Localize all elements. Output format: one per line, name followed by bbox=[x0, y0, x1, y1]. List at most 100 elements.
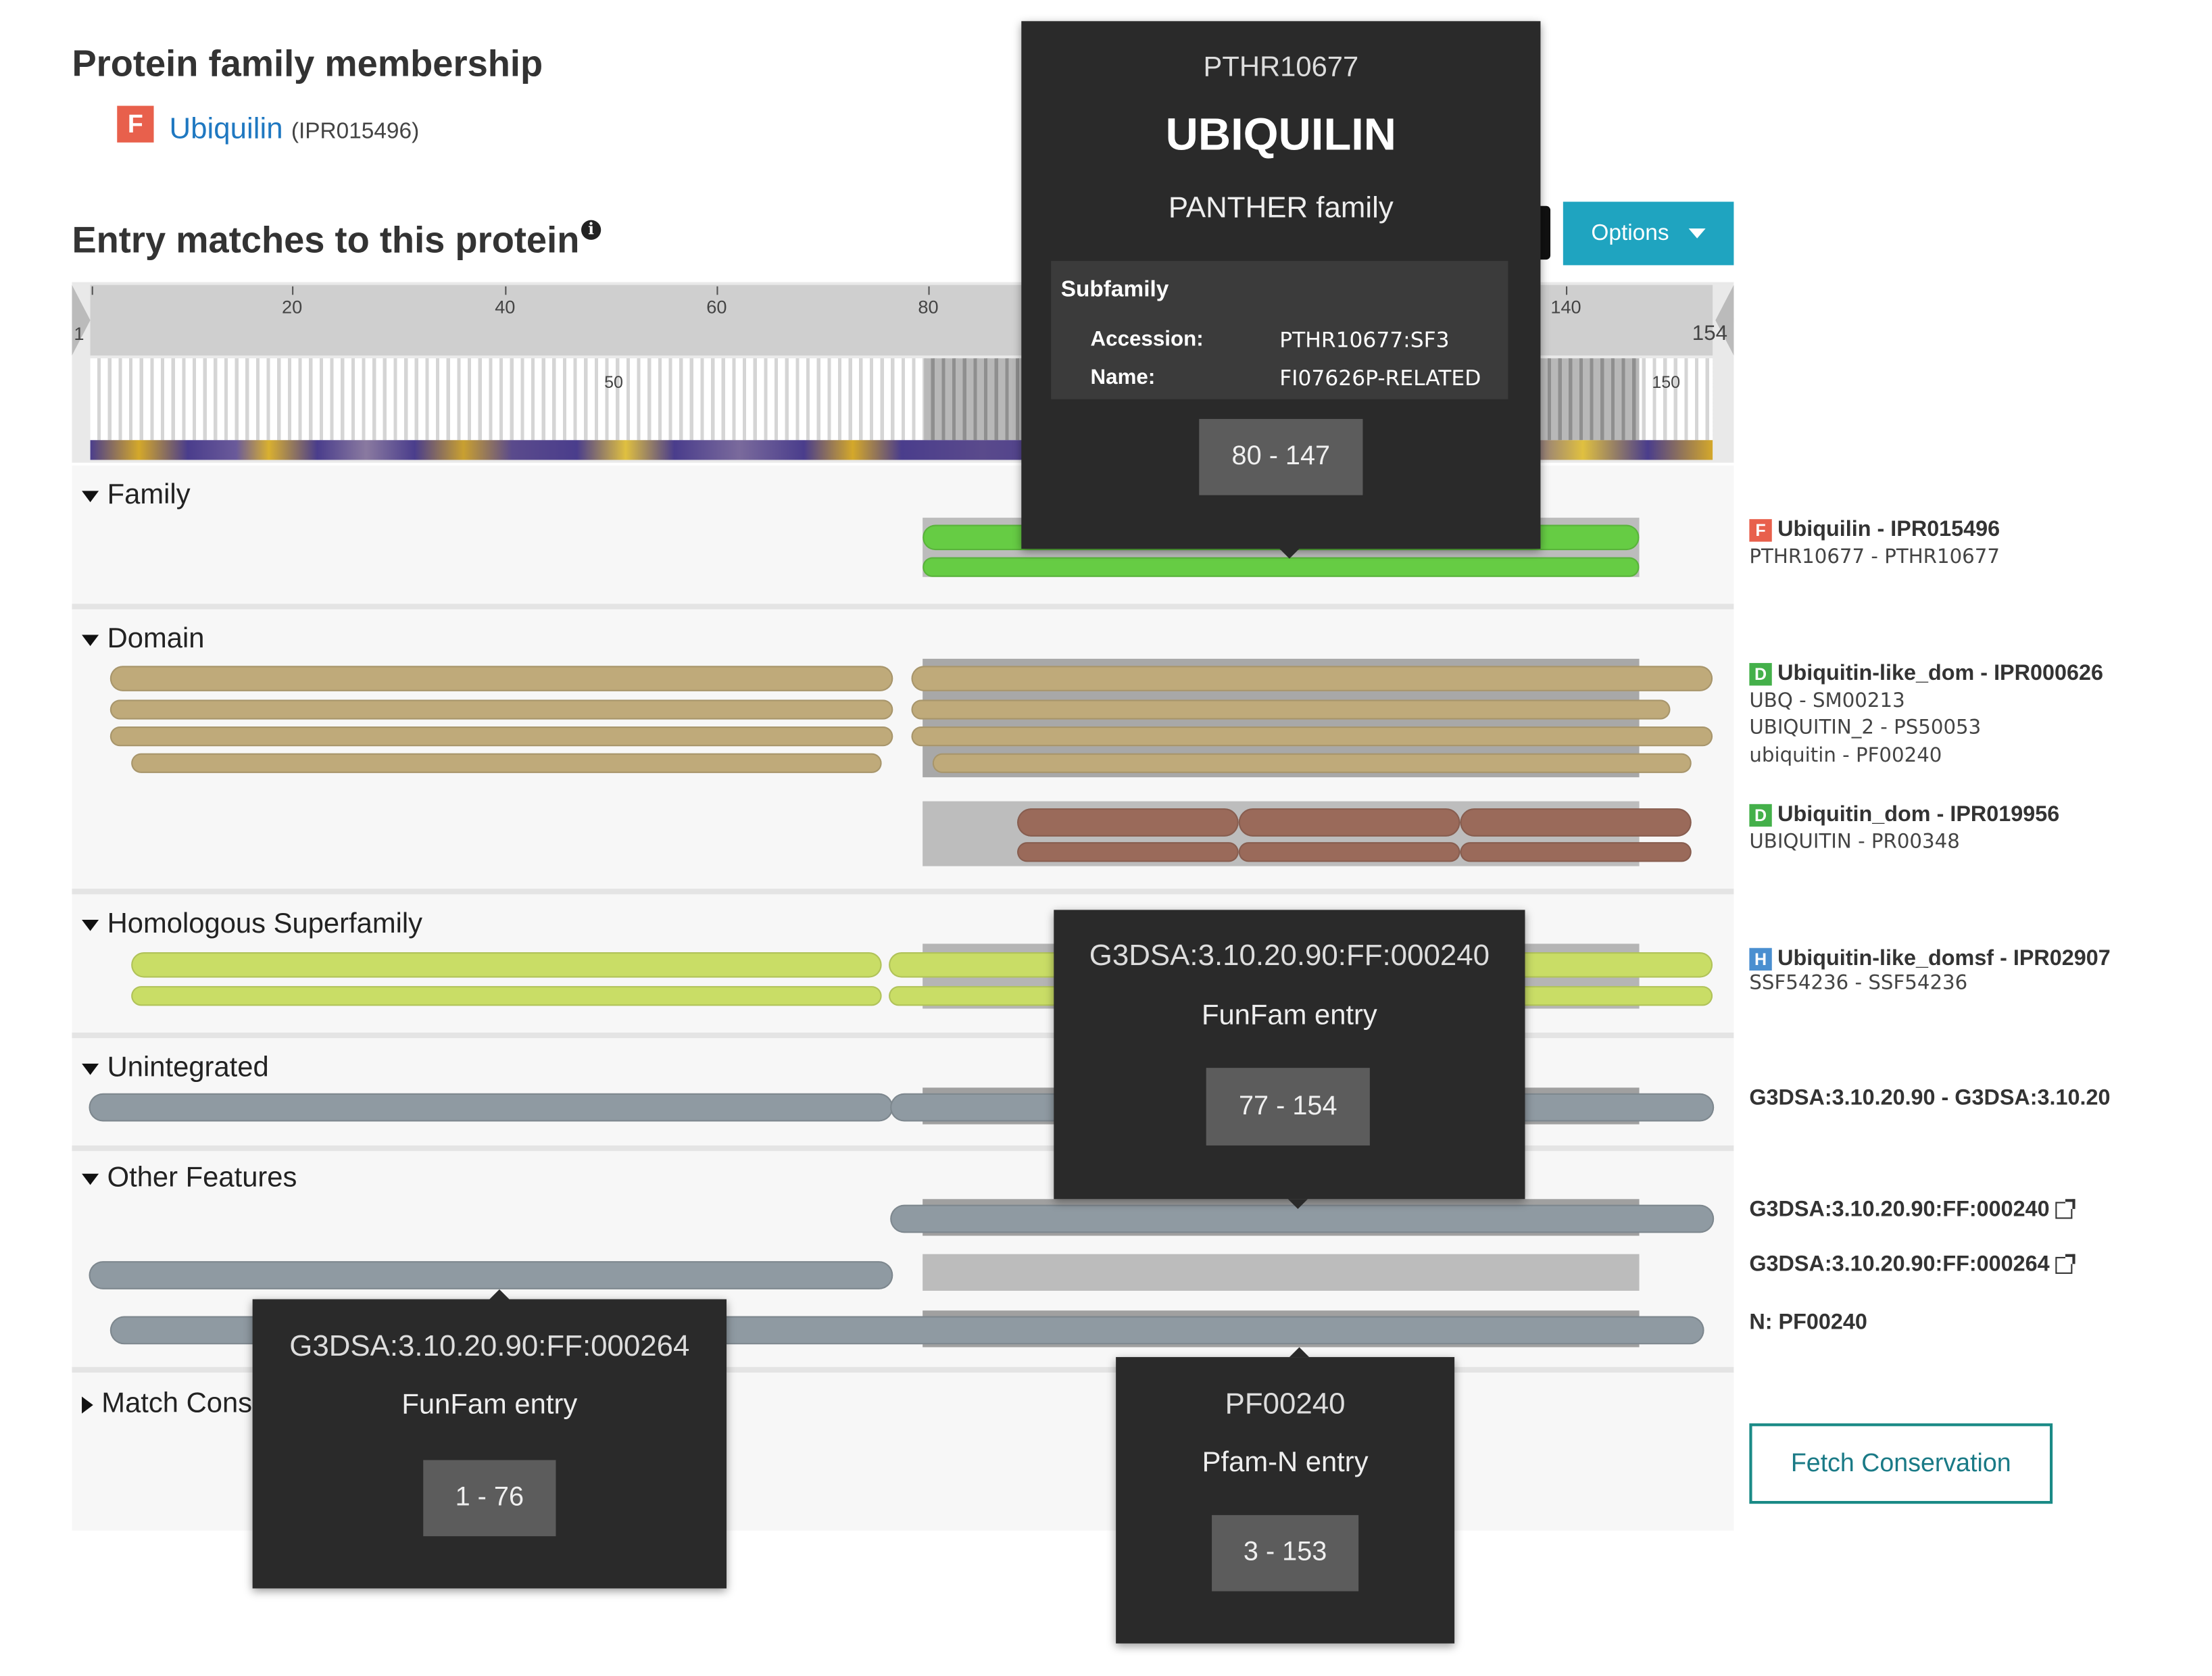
legend-family-label[interactable]: Ubiquilin - IPR015496 bbox=[1777, 518, 2000, 542]
accession-value: PTHR10677:SF3 bbox=[1279, 327, 1450, 353]
family-link[interactable]: Ubiquilin bbox=[169, 112, 283, 146]
ruler-tick-label: 20 bbox=[281, 296, 303, 318]
legend-homologous[interactable]: H Ubiquitin-like_domsf - IPR02907 bbox=[1749, 946, 2111, 972]
domain2-match-bar[interactable] bbox=[1238, 842, 1460, 862]
panther-tooltip-name: UBIQUILIN bbox=[1165, 108, 1397, 159]
domain-match-bar[interactable] bbox=[911, 699, 1671, 720]
panther-subfamily-box: Subfamily Accession: PTHR10677:SF3 Name:… bbox=[1051, 261, 1508, 399]
pfamn-type: Pfam-N entry bbox=[1202, 1447, 1369, 1479]
family-badge-icon: F bbox=[117, 105, 154, 143]
ruler-tick bbox=[292, 286, 294, 295]
pfamn-tooltip: PF00240 Pfam-N entry 3 - 153 bbox=[1116, 1347, 1455, 1644]
info-circle-icon[interactable]: i bbox=[581, 220, 601, 240]
domain2-match-bar[interactable] bbox=[1460, 842, 1692, 862]
domain-badge-icon: D bbox=[1749, 804, 1772, 827]
ruler-tick bbox=[91, 286, 93, 295]
domain2-match-bar[interactable] bbox=[1460, 808, 1692, 837]
legend-domain2[interactable]: D Ubiquitin_dom - IPR019956 bbox=[1749, 803, 2059, 829]
legend-homologous-sub[interactable]: SSF54236 - SSF54236 bbox=[1749, 972, 1968, 995]
domain2-match-bar[interactable] bbox=[1017, 808, 1239, 837]
family-accession: (IPR015496) bbox=[291, 120, 420, 144]
homologous-match-bar[interactable] bbox=[131, 986, 882, 1006]
funfam264-tooltip: G3DSA:3.10.20.90:FF:000264 FunFam entry … bbox=[252, 1289, 727, 1589]
legend-other3[interactable]: N: PF00240 bbox=[1749, 1310, 1867, 1335]
match-conservation-toggle[interactable]: Match Cons bbox=[82, 1388, 252, 1421]
other-match-bar[interactable] bbox=[890, 1204, 1715, 1233]
ruler-tick-label: 80 bbox=[918, 296, 939, 318]
funfam240-range: 77 - 154 bbox=[1206, 1068, 1370, 1145]
residue-minor-label: 50 bbox=[604, 372, 623, 393]
funfam264-range: 1 - 76 bbox=[423, 1460, 556, 1537]
legend-domain2-sub[interactable]: UBIQUITIN - PR00348 bbox=[1749, 831, 1960, 854]
options-button[interactable]: Options bbox=[1563, 201, 1734, 266]
pfamn-range: 3 - 153 bbox=[1212, 1514, 1359, 1592]
legend-unintegrated[interactable]: G3DSA:3.10.20.90 - G3DSA:3.10.20 bbox=[1749, 1086, 2111, 1110]
caret-down-icon bbox=[82, 1062, 99, 1075]
panther-tooltip: PTHR10677 UBIQUILIN PANTHER family Subfa… bbox=[1021, 21, 1541, 559]
ruler-start-label: 1 bbox=[74, 323, 84, 345]
legend-domain1-sub[interactable]: ubiquitin - PF00240 bbox=[1749, 745, 1942, 768]
tooltip-pointer bbox=[1279, 548, 1300, 559]
fetch-conservation-button[interactable]: Fetch Conservation bbox=[1749, 1423, 2053, 1504]
domain-section-toggle[interactable]: Domain bbox=[82, 624, 205, 656]
legend-family[interactable]: F Ubiquilin - IPR015496 bbox=[1749, 518, 2000, 543]
legend-other2-label[interactable]: G3DSA:3.10.20.90:FF:000264 bbox=[1749, 1252, 2050, 1277]
external-link-icon[interactable] bbox=[2055, 1199, 2075, 1219]
family-section-toggle[interactable]: Family bbox=[82, 480, 191, 512]
family-match-bar[interactable] bbox=[923, 557, 1640, 577]
ruler-left-handle[interactable] bbox=[72, 285, 91, 356]
legend-other1-label[interactable]: G3DSA:3.10.20.90:FF:000240 bbox=[1749, 1198, 2050, 1222]
ruler-tick bbox=[505, 286, 507, 295]
domain2-match-bar[interactable] bbox=[1017, 842, 1239, 862]
residue-track-highlight bbox=[1540, 358, 1640, 441]
domain-match-bar[interactable] bbox=[911, 666, 1713, 691]
panther-tooltip-type: PANTHER family bbox=[1168, 191, 1394, 224]
ruler-right-handle[interactable] bbox=[1715, 285, 1734, 356]
homologous-match-bar[interactable] bbox=[131, 952, 882, 978]
domain-match-bar[interactable] bbox=[932, 753, 1692, 773]
accession-label: Accession: bbox=[1090, 327, 1204, 351]
caret-down-icon bbox=[82, 634, 99, 645]
domain-match-bar[interactable] bbox=[109, 726, 893, 747]
legend-domain1-label[interactable]: Ubiquitin-like_dom - IPR000626 bbox=[1777, 661, 2103, 686]
other-match-bar[interactable] bbox=[89, 1261, 893, 1289]
caret-down-icon bbox=[82, 490, 99, 502]
chevron-down-icon bbox=[1688, 228, 1706, 239]
legend-homologous-label[interactable]: Ubiquitin-like_domsf - IPR02907 bbox=[1777, 946, 2111, 971]
section-divider bbox=[72, 1145, 1734, 1152]
caret-down-icon bbox=[82, 918, 99, 931]
external-link-icon[interactable] bbox=[2055, 1254, 2075, 1274]
unintegrated-section-toggle[interactable]: Unintegrated bbox=[82, 1052, 269, 1085]
ruler-end-label: 154 bbox=[1692, 321, 1728, 346]
section-divider bbox=[72, 1032, 1734, 1039]
homologous-section-toggle[interactable]: Homologous Superfamily bbox=[82, 908, 422, 941]
family-badge-icon: F bbox=[1749, 519, 1772, 542]
panther-tooltip-id: PTHR10677 bbox=[1203, 52, 1359, 84]
subfamily-title: Subfamily bbox=[1060, 278, 1169, 302]
funfam264-id: G3DSA:3.10.20.90:FF:000264 bbox=[289, 1330, 690, 1363]
legend-domain1-sub[interactable]: UBIQUITIN_2 - PS50053 bbox=[1749, 716, 1982, 739]
legend-other2[interactable]: G3DSA:3.10.20.90:FF:000264 bbox=[1749, 1252, 2075, 1279]
legend-domain1[interactable]: D Ubiquitin-like_dom - IPR000626 bbox=[1749, 662, 2103, 687]
legend-other1[interactable]: G3DSA:3.10.20.90:FF:000240 bbox=[1749, 1198, 2075, 1223]
family-section-label: Family bbox=[107, 479, 191, 511]
legend-domain1-sub[interactable]: UBQ - SM00213 bbox=[1749, 689, 1905, 713]
domain-match-bar[interactable] bbox=[109, 666, 893, 691]
funfam240-type: FunFam entry bbox=[1201, 1000, 1377, 1031]
legend-domain2-label[interactable]: Ubiquitin_dom - IPR019956 bbox=[1777, 802, 2060, 827]
residue-track-highlight bbox=[924, 358, 1023, 441]
caret-down-icon bbox=[82, 1173, 99, 1185]
domain-match-bar[interactable] bbox=[131, 753, 882, 773]
homologous-badge-icon: H bbox=[1749, 947, 1772, 971]
legend-family-sub[interactable]: PTHR10677 - PTHR10677 bbox=[1749, 545, 2000, 569]
ruler-tick-label: 40 bbox=[495, 296, 516, 318]
match-conservation-label: Match Cons bbox=[101, 1388, 253, 1419]
domain2-match-bar[interactable] bbox=[1238, 808, 1460, 837]
pfamn-id: PF00240 bbox=[1225, 1388, 1346, 1421]
unintegrated-match-bar[interactable] bbox=[89, 1093, 893, 1122]
domain-match-bar[interactable] bbox=[911, 726, 1713, 747]
name-label: Name: bbox=[1090, 365, 1156, 390]
domain-match-bar[interactable] bbox=[109, 699, 893, 720]
funfam240-id: G3DSA:3.10.20.90:FF:000240 bbox=[1089, 939, 1490, 972]
other-features-toggle[interactable]: Other Features bbox=[82, 1162, 297, 1195]
